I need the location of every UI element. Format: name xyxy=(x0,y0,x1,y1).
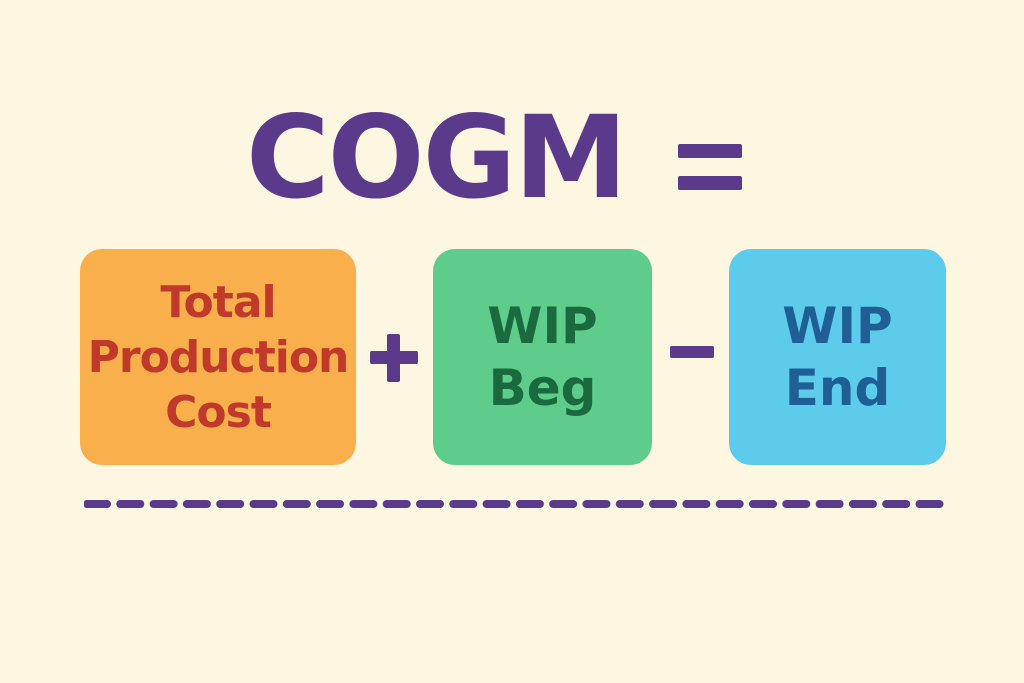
box-label-line: End xyxy=(784,359,891,417)
box-label-line: Production xyxy=(87,331,350,383)
box-label-line: WIP xyxy=(487,297,598,355)
equals-bar-bottom xyxy=(678,176,742,190)
formula-title: COGM xyxy=(246,91,628,224)
plus-bar-vertical xyxy=(387,334,400,382)
box-label-line: Total xyxy=(160,276,276,328)
equals-bar-top xyxy=(678,144,742,158)
wip-beg-box: WIP Beg xyxy=(433,249,652,465)
total-production-cost-box: Total Production Cost xyxy=(80,249,356,465)
minus-sign xyxy=(670,346,714,358)
box-label-line: WIP xyxy=(782,297,893,355)
wip-end-box: WIP End xyxy=(729,249,946,465)
box-label-line: Cost xyxy=(165,386,272,438)
plus-sign xyxy=(370,334,418,382)
equals-sign xyxy=(678,144,742,190)
dashed-divider xyxy=(84,500,946,508)
box-label-line: Beg xyxy=(488,359,597,417)
